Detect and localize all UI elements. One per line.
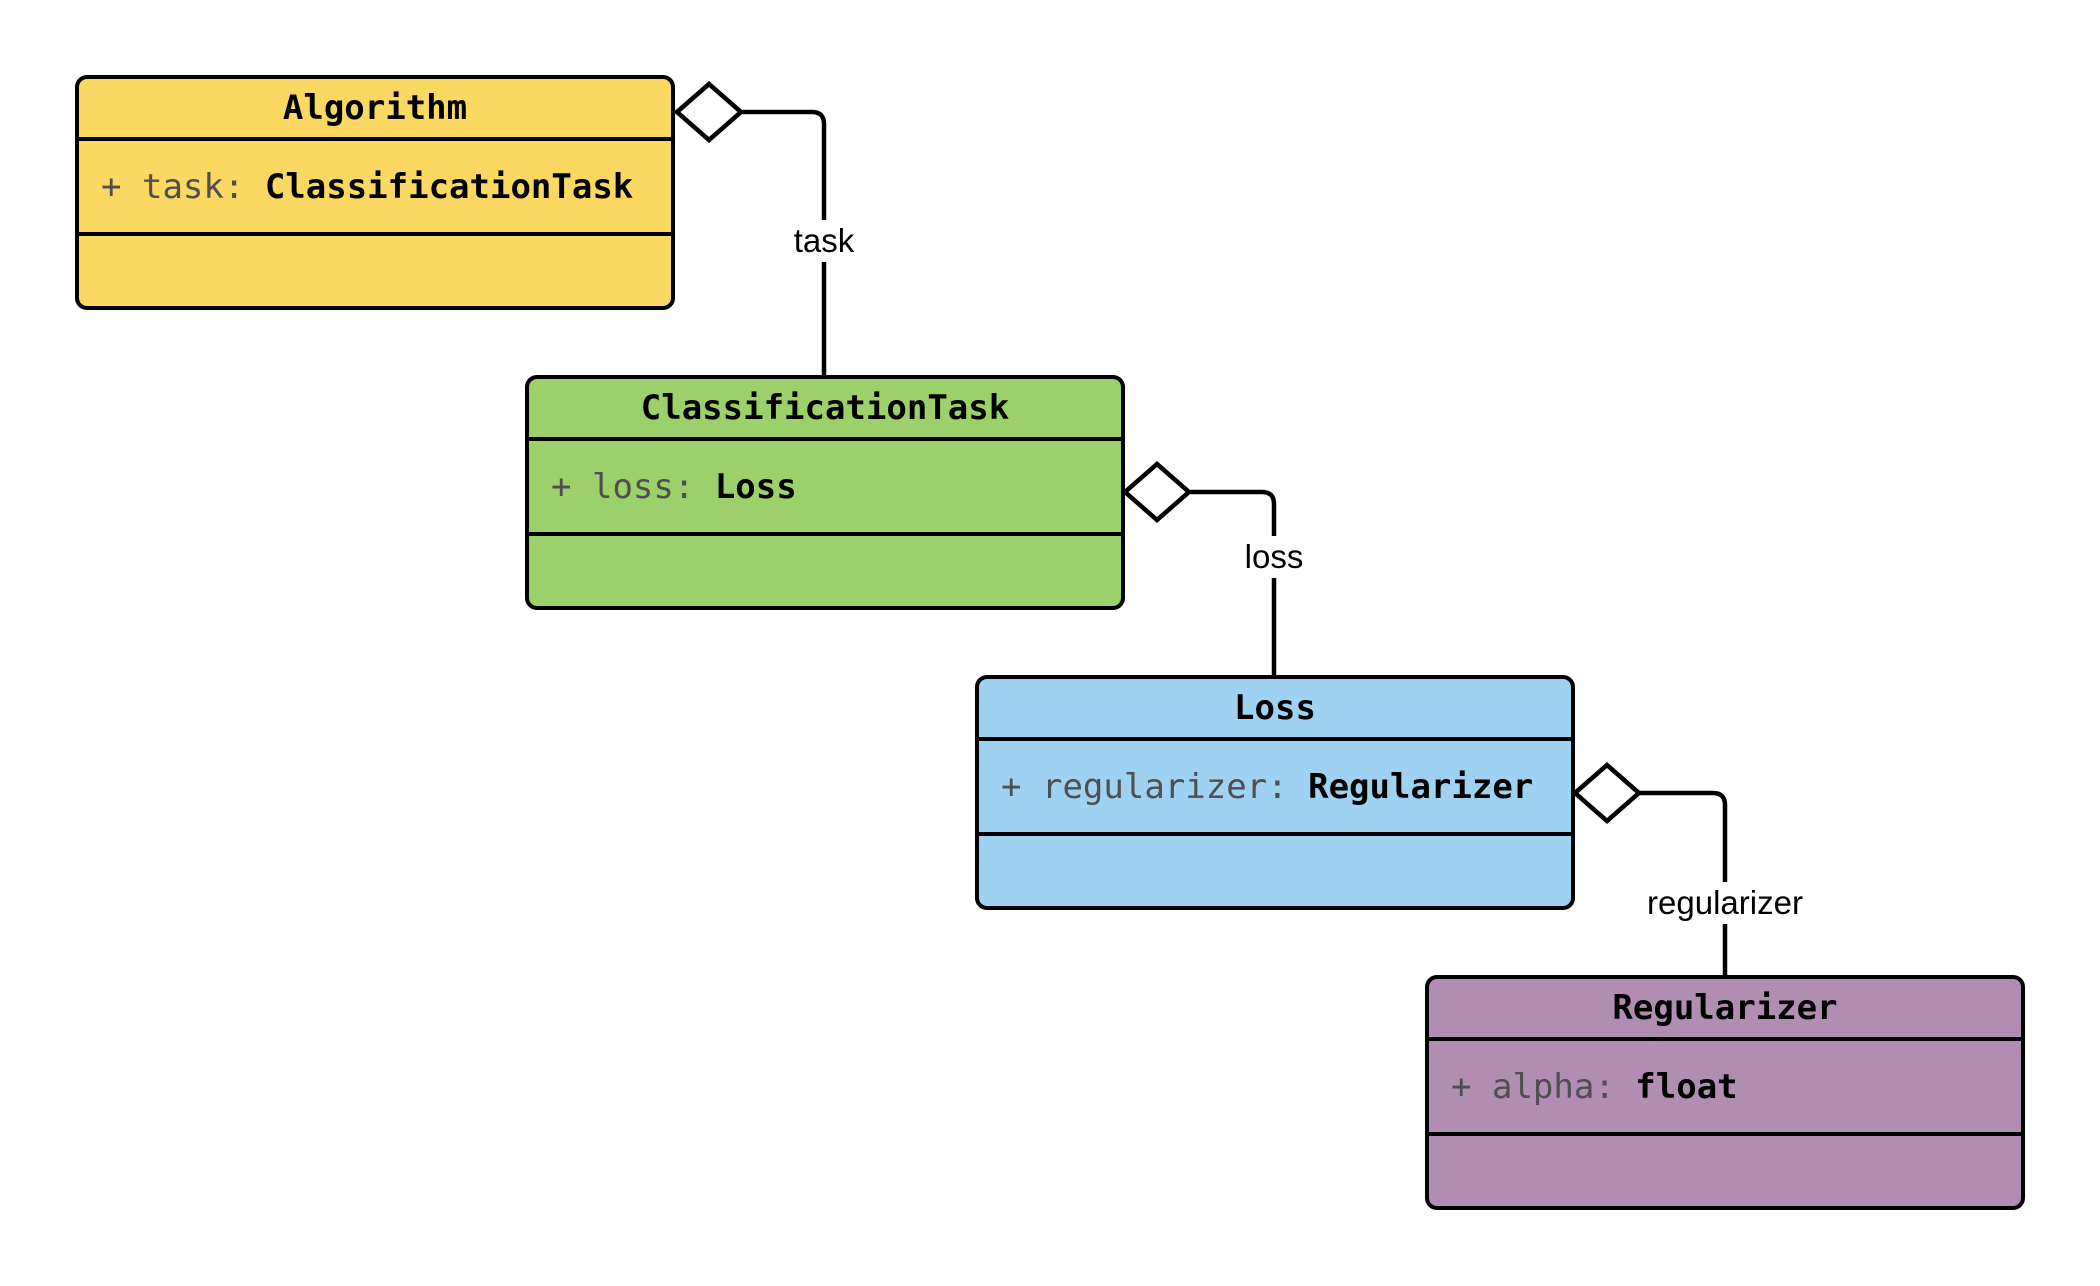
- attribute-separator: :: [223, 166, 265, 207]
- class-methods-empty: [529, 536, 1121, 606]
- edge-label-loss: loss: [1236, 536, 1312, 578]
- class-name: Algorithm: [79, 79, 671, 141]
- aggregation-diamond: [673, 81, 745, 143]
- class-methods-empty: [979, 836, 1571, 906]
- attribute-visibility: +: [1001, 766, 1022, 807]
- edge-label-task: task: [785, 220, 863, 262]
- attribute-type: float: [1635, 1066, 1738, 1107]
- attribute-name: task: [141, 166, 224, 207]
- attribute-type: Regularizer: [1308, 766, 1534, 807]
- edge-loss: [1189, 489, 1277, 677]
- class-attribute-row: + task: ClassificationTask: [79, 141, 671, 236]
- class-methods-empty: [1429, 1136, 2021, 1206]
- class-box-algorithm: Algorithm + task: ClassificationTask: [75, 75, 675, 310]
- class-methods-empty: [79, 236, 671, 306]
- aggregation-diamond: [1121, 461, 1193, 523]
- attribute-name: regularizer: [1041, 766, 1268, 807]
- class-name: Loss: [979, 679, 1571, 741]
- edge-task: [741, 109, 827, 377]
- attribute-separator: :: [673, 466, 715, 507]
- edge-regularizer: [1639, 790, 1728, 977]
- class-attribute-row: + loss: Loss: [529, 441, 1121, 536]
- class-name: Regularizer: [1429, 979, 2021, 1041]
- attribute-visibility: +: [551, 466, 572, 507]
- class-name: ClassificationTask: [529, 379, 1121, 441]
- attribute-separator: :: [1267, 766, 1309, 807]
- attribute-visibility: +: [101, 166, 122, 207]
- attribute-visibility: +: [1451, 1066, 1472, 1107]
- attribute-separator: :: [1594, 1066, 1636, 1107]
- class-attribute-row: + regularizer: Regularizer: [979, 741, 1571, 836]
- attribute-name: loss: [591, 466, 674, 507]
- aggregation-diamond: [1571, 762, 1643, 824]
- attribute-type: ClassificationTask: [264, 166, 634, 207]
- class-box-loss: Loss + regularizer: Regularizer: [975, 675, 1575, 910]
- class-attribute-row: + alpha: float: [1429, 1041, 2021, 1136]
- attribute-name: alpha: [1491, 1066, 1595, 1107]
- attribute-type: Loss: [714, 466, 797, 507]
- class-box-classificationtask: ClassificationTask + loss: Loss: [525, 375, 1125, 610]
- class-box-regularizer: Regularizer + alpha: float: [1425, 975, 2025, 1210]
- edge-label-regularizer: regularizer: [1639, 882, 1811, 924]
